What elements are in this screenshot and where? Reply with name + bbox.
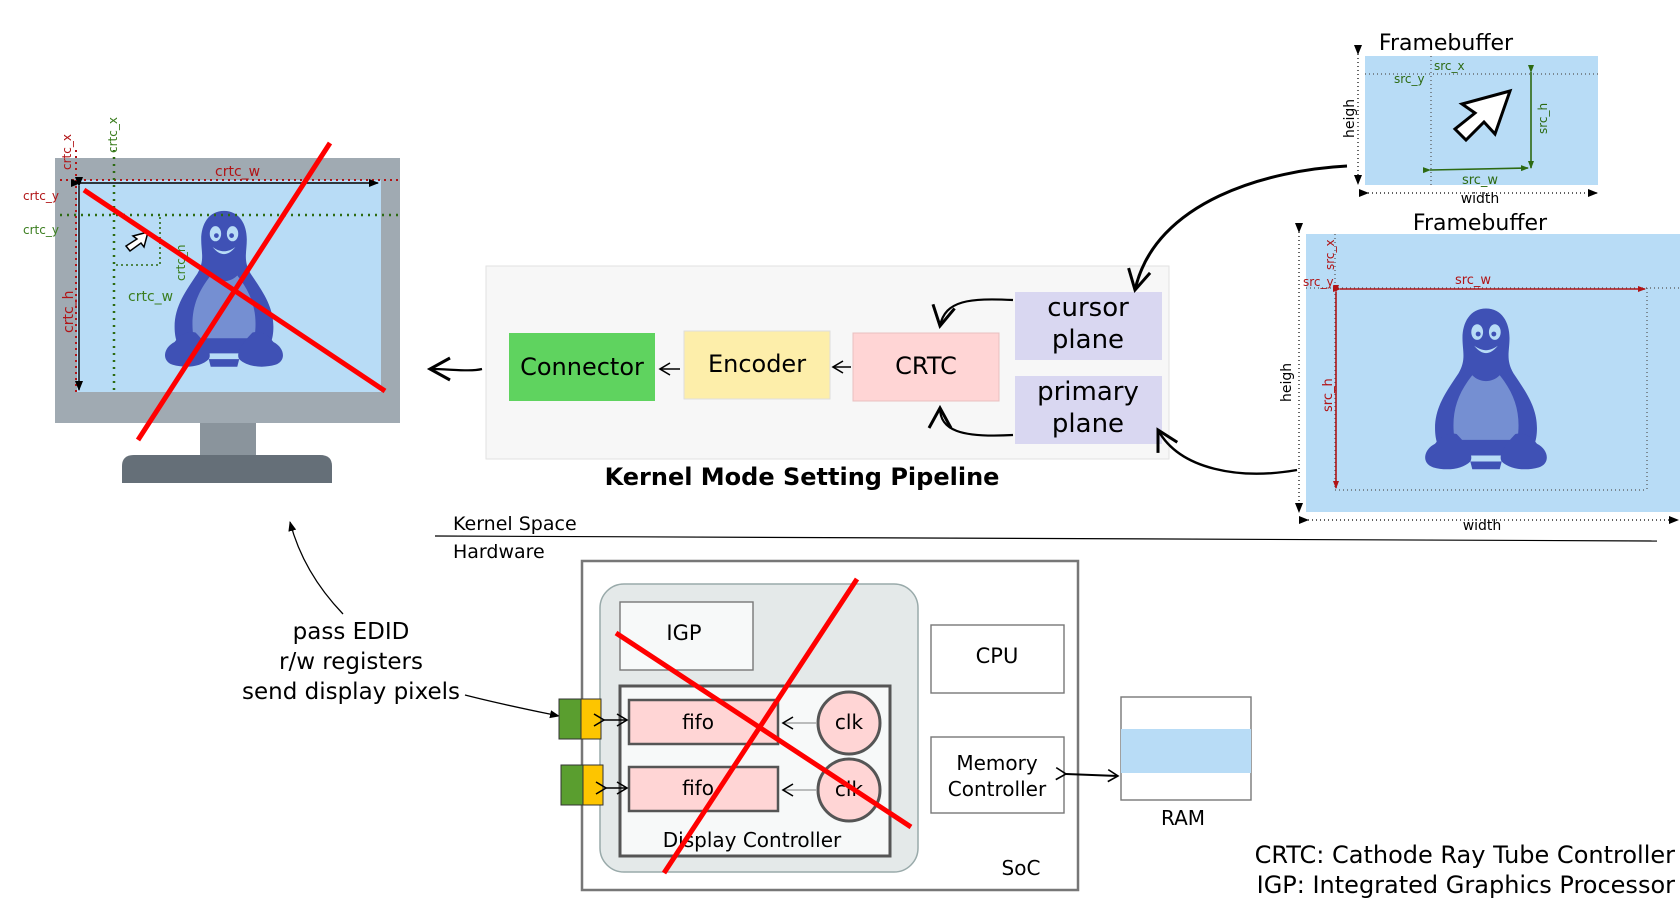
framebuffer-primary-title: Framebuffer [1413, 211, 1548, 236]
kernel-hardware-divider [434, 535, 1658, 542]
crtc-label: CRTC [895, 352, 957, 380]
memory-controller-box [930, 736, 1065, 814]
connector-label: Connector [520, 353, 644, 381]
kernel-space-label: Kernel Space [453, 513, 577, 535]
ram-label: RAM [1161, 806, 1205, 830]
primary-plane-label-1: primary [1037, 377, 1139, 407]
fbc-src-h: src_h [1536, 103, 1550, 134]
fbp-width: width [1463, 518, 1502, 534]
fbp-height: heigh [1279, 363, 1295, 402]
cursor-plane-box [1015, 292, 1162, 360]
crtc-x-label-green: crtc_x [106, 117, 120, 153]
crtc-y-label-red: crtc_y [23, 189, 59, 203]
fifo-label-1: fifo [682, 710, 714, 734]
encoder-label: Encoder [708, 350, 806, 378]
memory-controller-label-1: Memory [956, 751, 1038, 775]
cursor-icon-monitor [124, 230, 150, 253]
pipeline-title: Kernel Mode Setting Pipeline [605, 463, 1000, 491]
fbc-width: width [1461, 191, 1500, 207]
fbp-src-x: src_x [1323, 239, 1337, 270]
edid-note-line-1: pass EDID [293, 619, 410, 645]
port-1-green [558, 698, 582, 740]
clk-circle-1 [816, 690, 882, 756]
edid-note-line-2: r/w registers [279, 649, 423, 675]
fbp-src-h: src_h [1321, 378, 1336, 412]
monitor-stand [122, 455, 332, 483]
fifo-label-2: fifo [682, 776, 714, 800]
fifo-box-2 [627, 765, 780, 813]
cursor-plane-label-1: cursor [1047, 293, 1129, 323]
crtc-x-label-red: crtc_x [60, 134, 74, 170]
connector-box [509, 333, 655, 401]
legend-crtc: CRTC: Cathode Ray Tube Controller [1255, 841, 1676, 869]
soc: SoC IGP Display Controller fifo fifo clk… [558, 559, 1080, 892]
ram: RAM [1120, 696, 1252, 830]
fbc-src-w: src_w [1462, 173, 1498, 188]
crtc-h-label-red: crtc_h [61, 290, 77, 333]
cursor-icon-framebuffer [1452, 88, 1513, 143]
fbp-src-y: src_y [1303, 275, 1334, 289]
primary-plane-label-2: plane [1052, 409, 1124, 439]
monitor: crtc_x crtc_x crtc_w crtc_y crtc_y crtc_… [23, 117, 400, 483]
framebuffer-cursor: Framebuffer src_x src_y src_w src_h heig… [1342, 31, 1598, 207]
igp-label: IGP [666, 621, 701, 645]
port-1-yellow [580, 698, 602, 740]
primary-plane-box [1015, 376, 1162, 444]
fbc-src-x: src_x [1434, 59, 1465, 73]
fbp-src-w: src_w [1455, 273, 1491, 288]
crtc-box [852, 332, 1000, 402]
cpu-box [930, 624, 1065, 694]
crtc-y-label-green: crtc_y [23, 223, 59, 237]
fbc-height: heigh [1342, 99, 1358, 138]
soc-label: SoC [1002, 856, 1041, 880]
edid-note-line-3: send display pixels [242, 679, 460, 705]
monitor-neck [200, 423, 256, 455]
framebuffer-primary: Framebuffer src_x src_y src_w src_h heig… [1279, 211, 1680, 534]
clk-label-1: clk [835, 710, 864, 734]
hardware-label: Hardware [453, 541, 545, 563]
fbc-src-y: src_y [1394, 72, 1425, 86]
port-2-yellow [582, 764, 604, 806]
cursor-plane-label-2: plane [1052, 325, 1124, 355]
legend-igp: IGP: Integrated Graphics Processor [1257, 871, 1676, 899]
cpu-label: CPU [976, 644, 1019, 668]
port-2-green [560, 764, 584, 806]
crtc-w-label-red: crtc_w [215, 164, 260, 180]
ram-framebuffer-region [1121, 729, 1251, 773]
crtc-w-label-green: crtc_w [128, 289, 173, 305]
encoder-box [683, 330, 831, 400]
memory-controller-label-2: Controller [948, 777, 1047, 801]
kms-pipeline: Connector Encoder CRTC cursor plane prim… [485, 265, 1170, 491]
framebuffer-cursor-title: Framebuffer [1379, 31, 1514, 56]
